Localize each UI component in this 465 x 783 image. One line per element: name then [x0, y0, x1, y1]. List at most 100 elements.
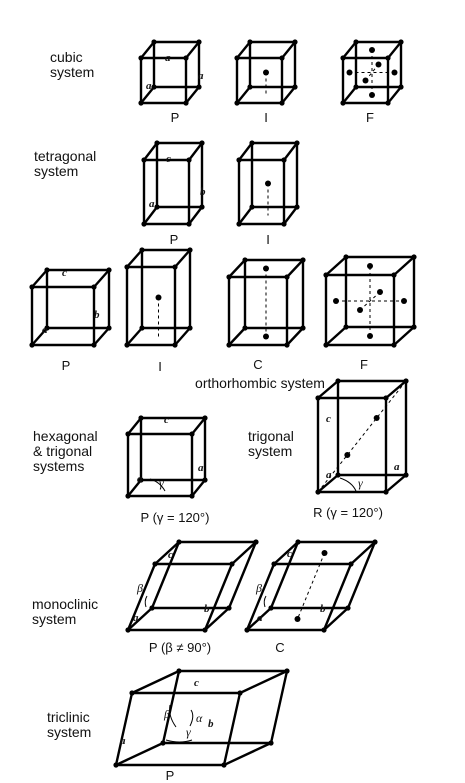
lattice-node: [141, 221, 147, 227]
face-center-node: [367, 333, 373, 339]
lattice-node: [323, 272, 329, 278]
lattice-node: [237, 690, 243, 696]
cell-edge: [222, 691, 242, 767]
axis-label-c: c: [62, 267, 67, 279]
lattice-label-trig-R: R (γ = 120°): [313, 505, 383, 520]
cell-edge: [187, 205, 204, 226]
cell-edge: [322, 562, 353, 632]
axis-label-b: b: [200, 186, 206, 198]
lattice-node: [271, 561, 277, 567]
lattice-node: [236, 221, 242, 227]
lattice-node: [196, 39, 202, 45]
lattice-node: [345, 605, 351, 611]
cell-edge: [384, 473, 408, 494]
lattice-node: [294, 140, 300, 146]
lattice-node: [284, 668, 290, 674]
cell-edge: [280, 85, 297, 105]
axis-label-a: a: [394, 461, 400, 473]
cell-edge: [130, 669, 181, 695]
lattice-node: [226, 605, 232, 611]
face-center-guide: [359, 291, 381, 311]
cell-edge: [349, 540, 377, 566]
lattice-node: [335, 378, 341, 384]
cell-edge: [238, 669, 289, 695]
lattice-label-P: P: [166, 768, 175, 783]
cell-edge: [245, 562, 276, 632]
lattice-node: [340, 100, 346, 106]
lattice-node: [106, 267, 112, 273]
lattice-node: [189, 493, 195, 499]
lattice-node: [199, 204, 205, 210]
lattice-node: [141, 157, 147, 163]
lattice-node: [29, 342, 35, 348]
axis-label-a: a: [146, 80, 152, 92]
angle-arc: [169, 704, 177, 728]
lattice-node: [226, 274, 232, 280]
lattice-node: [113, 762, 119, 768]
lattice-node: [172, 342, 178, 348]
lattice-node: [196, 84, 202, 90]
lattice-node: [124, 342, 130, 348]
lattice-label-F: F: [366, 110, 374, 125]
cell-edge: [235, 85, 252, 105]
lattice-node: [229, 561, 235, 567]
lattice-node: [44, 267, 50, 273]
lattice-node: [284, 342, 290, 348]
lattice-node: [151, 84, 157, 90]
cell-edge: [386, 85, 403, 105]
cell-edge: [324, 325, 348, 347]
cell-edge: [173, 326, 192, 347]
cell-edge: [92, 268, 111, 289]
lattice-node: [139, 325, 145, 331]
cell-edge: [142, 205, 159, 226]
face-center-node: [401, 298, 407, 304]
face-center-node: [357, 307, 363, 313]
lattice-node: [281, 157, 287, 163]
base-center-node: [263, 333, 269, 340]
lattice-node: [253, 539, 259, 545]
lattice-node: [353, 84, 359, 90]
cell-edge: [126, 416, 143, 436]
lattice-node: [411, 254, 417, 260]
lattice-node: [202, 477, 208, 483]
cell-edge: [114, 691, 134, 767]
lattice-node: [294, 204, 300, 210]
lattice-node: [138, 55, 144, 61]
lattice-node: [284, 274, 290, 280]
lattice-node: [242, 325, 248, 331]
lattice-node: [125, 627, 131, 633]
cell-edge: [316, 473, 340, 494]
lattice-node: [221, 762, 227, 768]
lattice-label-hex-P: P (γ = 120°): [141, 510, 210, 525]
lattice-node: [160, 740, 166, 746]
angle-label-beta: β: [255, 581, 262, 595]
cell-edge: [269, 540, 300, 610]
lattice-label-C: C: [275, 640, 284, 655]
cell-edge: [282, 205, 299, 226]
axis-label-c: c: [287, 548, 292, 560]
angle-arc: [144, 595, 148, 608]
axis-label-c: c: [164, 414, 169, 426]
angle-label-beta: β: [136, 581, 143, 595]
cell-edge: [30, 268, 49, 289]
lattice-node: [391, 272, 397, 278]
lattice-node: [176, 668, 182, 674]
face-center-node: [367, 263, 373, 269]
lattice-node: [151, 39, 157, 45]
lattice-node: [247, 84, 253, 90]
lattice-node: [292, 84, 298, 90]
lattice-node: [183, 55, 189, 61]
face-center-node: [377, 289, 383, 295]
rhombohedral-node: [373, 415, 380, 421]
cell-edge: [280, 40, 297, 60]
base-center-node: [294, 616, 301, 622]
lattice-node: [247, 39, 253, 45]
lattice-node: [183, 100, 189, 106]
angle-label-gamma: γ: [358, 476, 363, 490]
lattice-node: [172, 264, 178, 270]
lattice-label-I: I: [158, 359, 162, 374]
